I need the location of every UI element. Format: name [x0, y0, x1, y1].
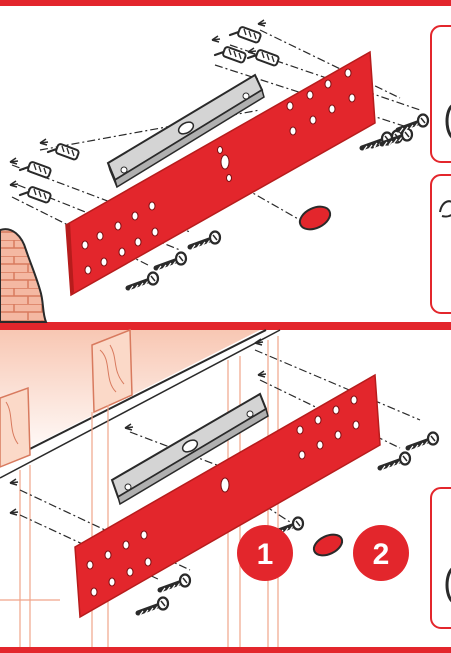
- step-1-label: 1: [257, 538, 274, 571]
- detail-frame-bottom: [431, 488, 451, 628]
- step-2-label: 2: [373, 538, 390, 571]
- bottom-border: [0, 647, 451, 653]
- step-1-badge: 1: [237, 525, 293, 581]
- detail-frame-top: [431, 26, 451, 162]
- detail-frame-middle: [431, 175, 451, 313]
- top-border: [0, 0, 451, 6]
- section-divider: [0, 322, 451, 330]
- step-2-badge: 2: [353, 525, 409, 581]
